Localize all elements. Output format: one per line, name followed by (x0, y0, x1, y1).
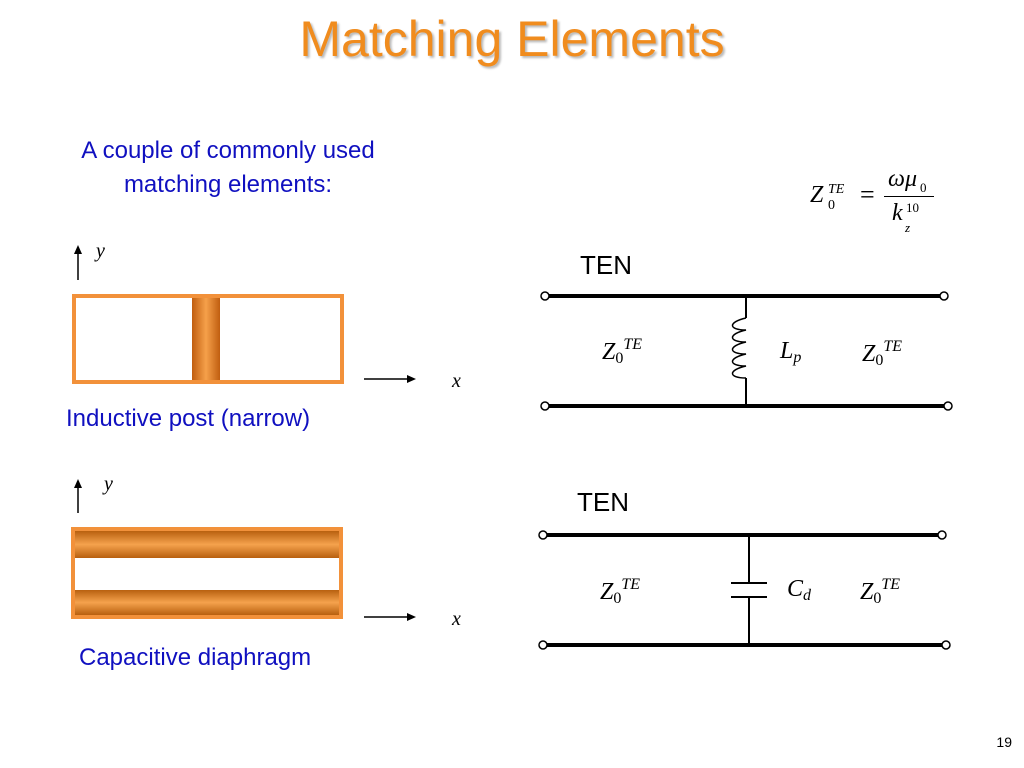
formula-mu: μ (905, 166, 918, 192)
formula-mu-sub: 0 (920, 180, 927, 195)
capacitive-diaphragm-waveguide (71, 527, 343, 619)
inductive-circuit (540, 291, 953, 411)
inductive-z-left: Z0TE (602, 336, 643, 367)
slide-title: Matching Elements (299, 11, 725, 67)
inductive-axis-x-label: x (452, 370, 461, 392)
capacitive-circuit (538, 530, 951, 650)
inductive-ten-label: TEN (580, 250, 632, 280)
impedance-formula: Z TE 0 = ω μ 0 k 10 z (806, 166, 956, 248)
formula-lhs-symbol: Z (810, 182, 824, 208)
capacitive-z-left: Z0TE (600, 576, 641, 607)
formula-fraction-bar (884, 196, 934, 197)
diaphragm-bottom-plate (75, 590, 339, 615)
capacitive-z-right: Z0TE (860, 576, 901, 607)
inductive-axis-y-label: y (96, 240, 105, 262)
formula-lhs-sub: 0 (828, 198, 835, 213)
diaphragm-top-plate (75, 531, 339, 558)
capacitance-label: Cd (787, 576, 812, 604)
capacitive-axis-y-label: y (104, 473, 113, 495)
capacitive-x-arrow (364, 613, 416, 621)
formula-k-sup: 10 (906, 200, 919, 215)
inductive-z-right: Z0TE (862, 338, 903, 369)
inductive-caption: Inductive post (narrow) (66, 405, 311, 432)
inductive-y-arrow (74, 245, 82, 280)
inductive-post-waveguide (72, 294, 344, 384)
formula-k-sub: z (905, 220, 911, 235)
capacitive-caption: Capacitive diaphragm (79, 644, 312, 671)
capacitive-y-arrow (74, 479, 82, 513)
inductor-coil (731, 317, 747, 379)
page-number: 19 (996, 734, 1012, 750)
inductance-label: Lp (780, 338, 802, 366)
formula-lhs-sup: TE (828, 182, 845, 197)
inductive-post (192, 298, 220, 380)
capacitive-axis-x-label: x (452, 608, 461, 630)
formula-k: k (892, 200, 903, 226)
inductive-x-arrow (364, 375, 416, 383)
formula-equals: = (860, 180, 875, 209)
formula-omega: ω (888, 166, 905, 192)
intro-text: A couple of commonly used matching eleme… (81, 137, 375, 198)
capacitive-ten-label: TEN (577, 487, 629, 517)
